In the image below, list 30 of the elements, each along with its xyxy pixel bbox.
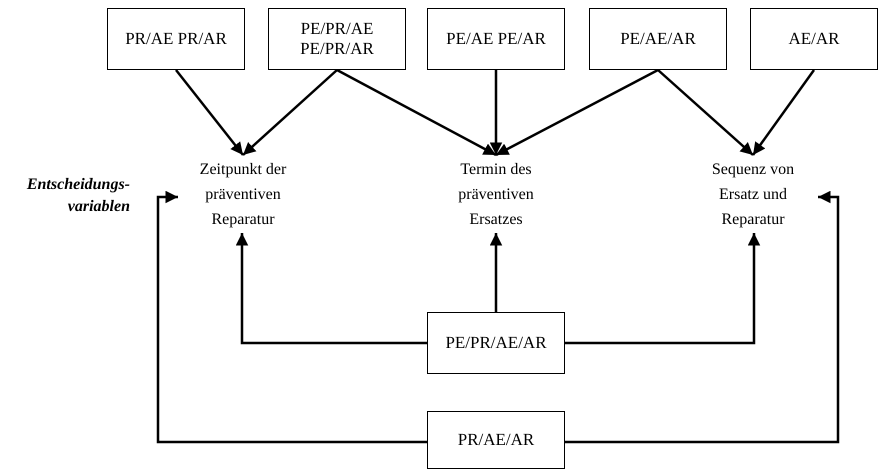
decision-variable-text: Zeitpunkt der präventiven Reparatur [178,155,308,233]
box-text: PR/AE/AR [458,430,534,450]
label-box [427,411,565,469]
arrow [236,233,427,344]
decision-variable-text: Termin des präventiven Ersatzes [431,155,561,233]
label-box [107,8,245,70]
box-text: PE/AE/AR [620,29,696,49]
box-text: PE/PR/AE PE/PR/AR [299,19,375,59]
box-text: PE/AE PE/AR [446,29,546,49]
arrow [242,69,338,156]
arrow [156,190,427,444]
arrow [495,68,659,156]
arrow [565,233,760,344]
arrow [175,69,244,156]
box-text: AE/AR [788,29,840,49]
label-box [427,312,565,374]
decision-variable-text: Sequenz von Ersatz und Reparatur [688,155,818,233]
box-text: PR/AE PR/AR [125,29,227,49]
arrow [490,70,502,155]
arrow [565,190,840,444]
label-box [589,8,727,70]
side-label: Entscheidungs- variablen [26,175,130,217]
arrow [657,69,754,156]
label-box [427,8,565,70]
label-box [268,8,406,70]
arrow [490,233,502,312]
box-text: PE/PR/AE/AR [445,333,547,353]
arrow [336,68,497,156]
arrow [752,69,816,156]
label-box [750,8,878,70]
